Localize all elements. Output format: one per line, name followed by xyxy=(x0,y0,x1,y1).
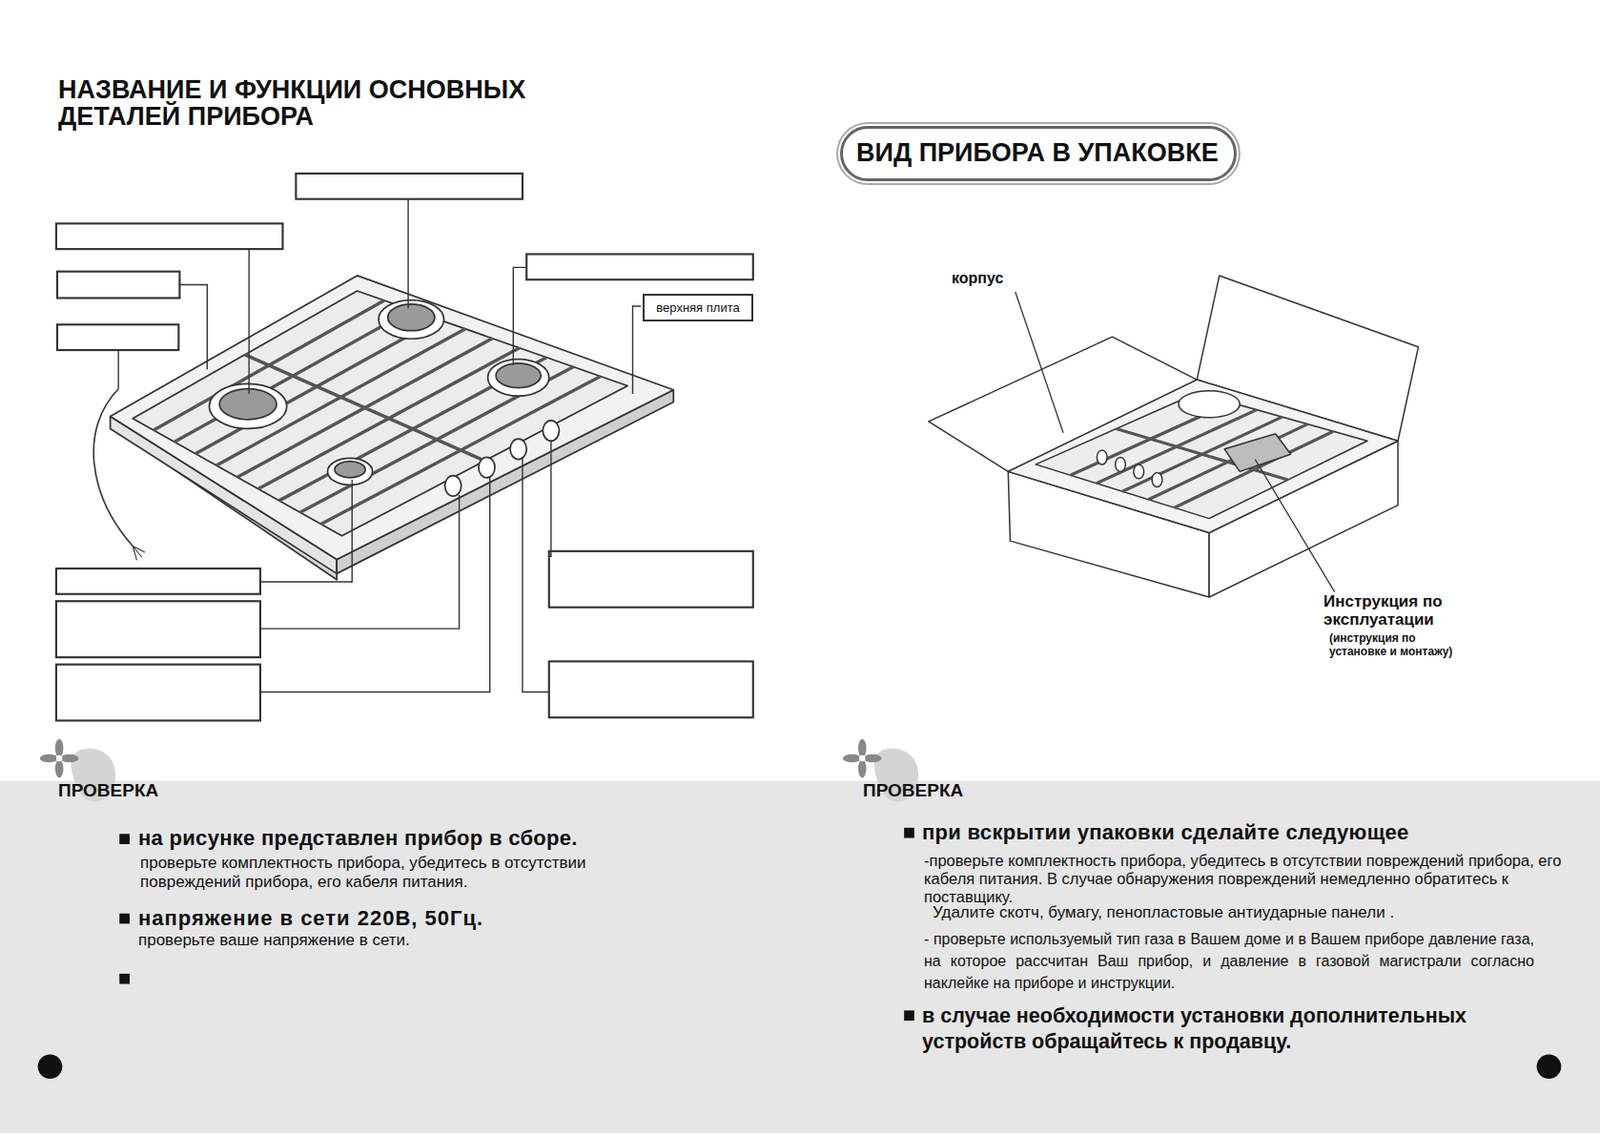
page-dot xyxy=(38,1053,63,1079)
check-note: Удалите скотч, бумагу, пенопластовые ант… xyxy=(932,902,1395,923)
check-heading: на рисунке представлен прибор в сборе. xyxy=(138,825,578,851)
check-note: проверьте комплектность прибора, убедите… xyxy=(140,853,660,891)
leader-line xyxy=(1015,291,1335,593)
section-heading: ПРОВЕРКА xyxy=(58,779,159,802)
check-heading: в случае необходимости установки дополни… xyxy=(922,1003,1523,1055)
check-heading: при вскрытии упаковки сделайте следующее xyxy=(922,820,1410,845)
leader-line xyxy=(118,199,641,693)
check-note: проверьте ваше напряжение в сети. xyxy=(138,930,411,950)
grey-band xyxy=(0,780,1600,1133)
callout-box xyxy=(56,173,754,721)
page-heading: НАЗВАНИЕ И ФУНКЦИИ ОСНОВНЫХ ДЕТАЛЕЙ ПРИБ… xyxy=(58,76,631,131)
check-note: - проверьте используемый тип газа в Ваше… xyxy=(923,927,1535,995)
box-text: верхняя плита xyxy=(656,301,739,316)
check-note: -проверьте комплектность прибора, убедит… xyxy=(923,851,1573,906)
package-drawing xyxy=(928,275,1419,597)
part-label: Инструкция по эксплуатации xyxy=(1323,593,1477,629)
section-title-pill: ВИД ПРИБОРА В УПАКОВКЕ xyxy=(840,125,1237,182)
part-label-box: верхняя плита xyxy=(642,293,754,322)
box-text: ВИД ПРИБОРА В УПАКОВКЕ xyxy=(856,138,1219,168)
cooktop-drawing xyxy=(93,275,674,580)
bullet-square xyxy=(119,827,915,1021)
part-note: (инструкция по установке и монтажу) xyxy=(1329,632,1473,659)
check-heading: напряжение в сети 220В, 50Гц. xyxy=(138,905,484,931)
section-heading: ПРОВЕРКА xyxy=(862,779,964,802)
part-label: корпус xyxy=(951,268,1004,288)
page-dot xyxy=(1537,1053,1562,1079)
